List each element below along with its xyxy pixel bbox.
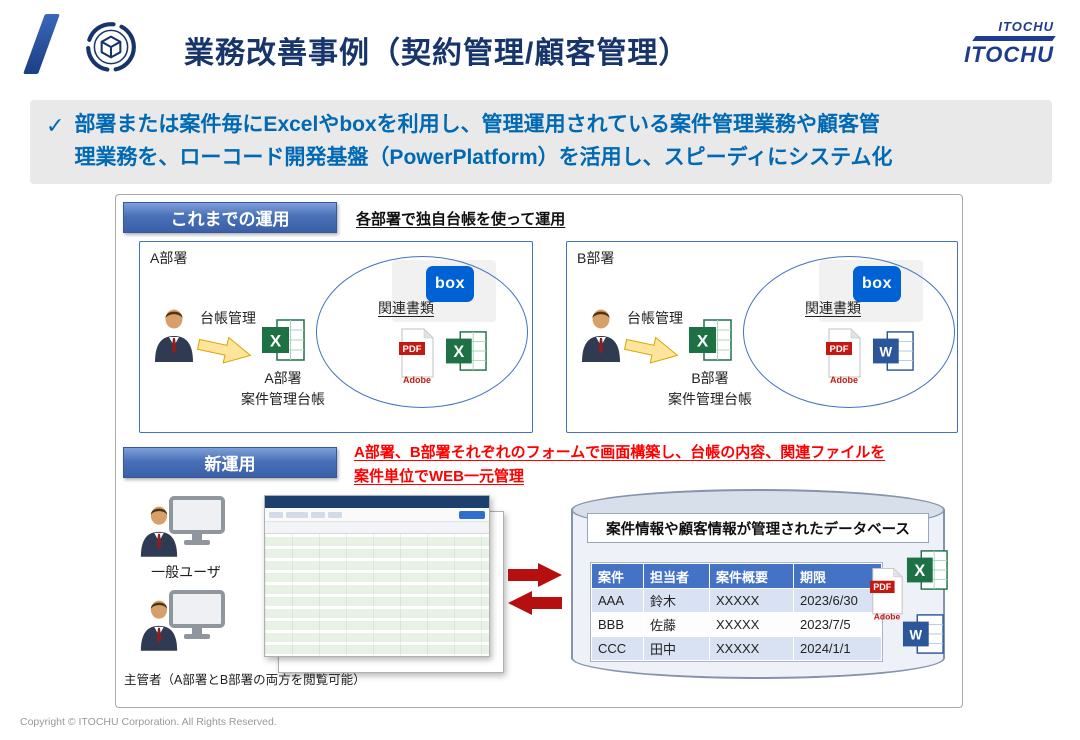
dept-b-ledger-caption: B部署 案件管理台帳 bbox=[668, 370, 752, 407]
table-row: BBB 佐藤 XXXXX 2023/7/5 bbox=[591, 612, 882, 637]
toolbar-button bbox=[286, 511, 308, 518]
app-toolbar bbox=[265, 508, 489, 522]
table-row: AAA 鈴木 XXXXX 2023/6/30 bbox=[591, 588, 882, 613]
check-icon: ✓ bbox=[46, 113, 65, 138]
primary-button bbox=[459, 510, 485, 519]
supervisor-figure bbox=[138, 589, 238, 653]
table-cell: XXXXX bbox=[709, 588, 794, 613]
summary-banner: ✓ 部署または案件毎にExcelやboxを利用し、管理運用されている案件管理業務… bbox=[30, 100, 1052, 184]
itochu-logo-bar bbox=[972, 36, 1056, 41]
table-cell: 2023/7/5 bbox=[793, 612, 882, 637]
table-cell: 2023/6/30 bbox=[793, 588, 882, 613]
itochu-logo-large-text: ITOCHU bbox=[964, 42, 1054, 67]
box-icon: box bbox=[853, 266, 901, 302]
database-cylinder: 案件情報や顧客情報が管理されたデータベース 案件 担当者 案件概要 期限 AAA… bbox=[571, 489, 945, 679]
excel-icon bbox=[905, 549, 949, 591]
content-panel: これまでの運用 各部署で独自台帳を使って運用 A部署 台帳管理 A部署 案件管理… bbox=[115, 194, 963, 708]
itochu-logo-small-text: ITOCHU bbox=[998, 19, 1054, 34]
dept-b-box: B部署 台帳管理 B部署 案件管理台帳 関連書類 box bbox=[566, 241, 958, 433]
col-header: 担当者 bbox=[643, 563, 710, 589]
toolbar-button bbox=[269, 511, 283, 518]
page-title: 業務改善事例（契約管理/顧客管理） bbox=[184, 37, 690, 70]
sync-arrows-icon bbox=[506, 561, 564, 617]
word-icon bbox=[871, 330, 915, 372]
arrow-right-icon bbox=[620, 328, 683, 371]
general-user-label: 一般ユーザ bbox=[151, 564, 221, 580]
table-cell: CCC bbox=[591, 636, 644, 661]
legacy-section-label: これまでの運用 bbox=[123, 202, 337, 233]
related-docs-ellipse bbox=[316, 256, 528, 408]
excel-icon bbox=[687, 318, 733, 362]
pdf-icon bbox=[869, 567, 905, 621]
dept-b-related-docs-label: 関連書類 bbox=[805, 300, 861, 316]
app-screenshot bbox=[264, 495, 506, 675]
case-table: 案件 担当者 案件概要 期限 AAA 鈴木 XXXXX 2023/6/30 BB… bbox=[591, 563, 882, 661]
general-user-figure bbox=[138, 495, 238, 559]
modern-caption: A部署、B部署それぞれのフォームで画面構築し、台帳の内容、関連ファイルを 案件単… bbox=[354, 444, 886, 485]
col-header: 案件 bbox=[591, 563, 644, 589]
dept-a-box: A部署 台帳管理 A部署 案件管理台帳 関連書類 box bbox=[139, 241, 533, 433]
dept-b-ledger-action: 台帳管理 bbox=[627, 310, 683, 326]
legacy-caption: 各部署で独自台帳を使って運用 bbox=[356, 211, 566, 228]
person-icon bbox=[138, 597, 180, 651]
excel-icon bbox=[260, 318, 306, 362]
pdf-icon bbox=[398, 328, 436, 384]
itochu-logo: ITOCHU ITOCHU bbox=[944, 19, 1056, 67]
dept-a-related-docs-label: 関連書類 bbox=[378, 300, 434, 316]
table-cell: 佐藤 bbox=[643, 612, 710, 637]
table-cell: 鈴木 bbox=[643, 588, 710, 613]
person-icon bbox=[138, 503, 180, 557]
toolbar-button bbox=[311, 511, 325, 518]
modern-section-label: 新運用 bbox=[123, 447, 337, 478]
process-badge-icon bbox=[84, 20, 138, 74]
table-cell: AAA bbox=[591, 588, 644, 613]
dept-b-name: B部署 bbox=[577, 250, 615, 266]
table-cell: BBB bbox=[591, 612, 644, 637]
database-caption: 案件情報や顧客情報が管理されたデータベース bbox=[587, 513, 929, 543]
toolbar-button bbox=[328, 511, 342, 518]
slash-logo bbox=[23, 14, 60, 74]
summary-text: 部署または案件毎にExcelやboxを利用し、管理運用されている案件管理業務や顧… bbox=[74, 113, 893, 169]
copyright: Copyright © ITOCHU Corporation. All Righ… bbox=[20, 716, 277, 728]
table-cell: 田中 bbox=[643, 636, 710, 661]
box-icon: box bbox=[426, 266, 474, 302]
table-header-row: 案件 担当者 案件概要 期限 bbox=[591, 563, 882, 589]
dept-a-ledger-caption: A部署 案件管理台帳 bbox=[241, 370, 325, 407]
pdf-icon bbox=[825, 328, 863, 384]
dept-a-ledger-action: 台帳管理 bbox=[200, 310, 256, 326]
app-window-front bbox=[264, 495, 490, 657]
table-cell: XXXXX bbox=[709, 612, 794, 637]
app-record-grid bbox=[265, 522, 489, 656]
app-titlebar bbox=[265, 496, 489, 508]
dept-a-name: A部署 bbox=[150, 250, 188, 266]
word-icon bbox=[901, 613, 945, 655]
table-row: CCC 田中 XXXXX 2024/1/1 bbox=[591, 636, 882, 661]
related-docs-ellipse bbox=[743, 256, 955, 408]
table-cell: XXXXX bbox=[709, 636, 794, 661]
col-header: 案件概要 bbox=[709, 563, 794, 589]
excel-icon bbox=[444, 330, 488, 372]
person-icon bbox=[152, 306, 196, 362]
arrow-right-icon bbox=[193, 328, 256, 371]
person-icon bbox=[579, 306, 623, 362]
table-cell: 2024/1/1 bbox=[793, 636, 882, 661]
supervisor-label: 主管者（A部署とB部署の両方を閲覧可能） bbox=[124, 673, 366, 687]
